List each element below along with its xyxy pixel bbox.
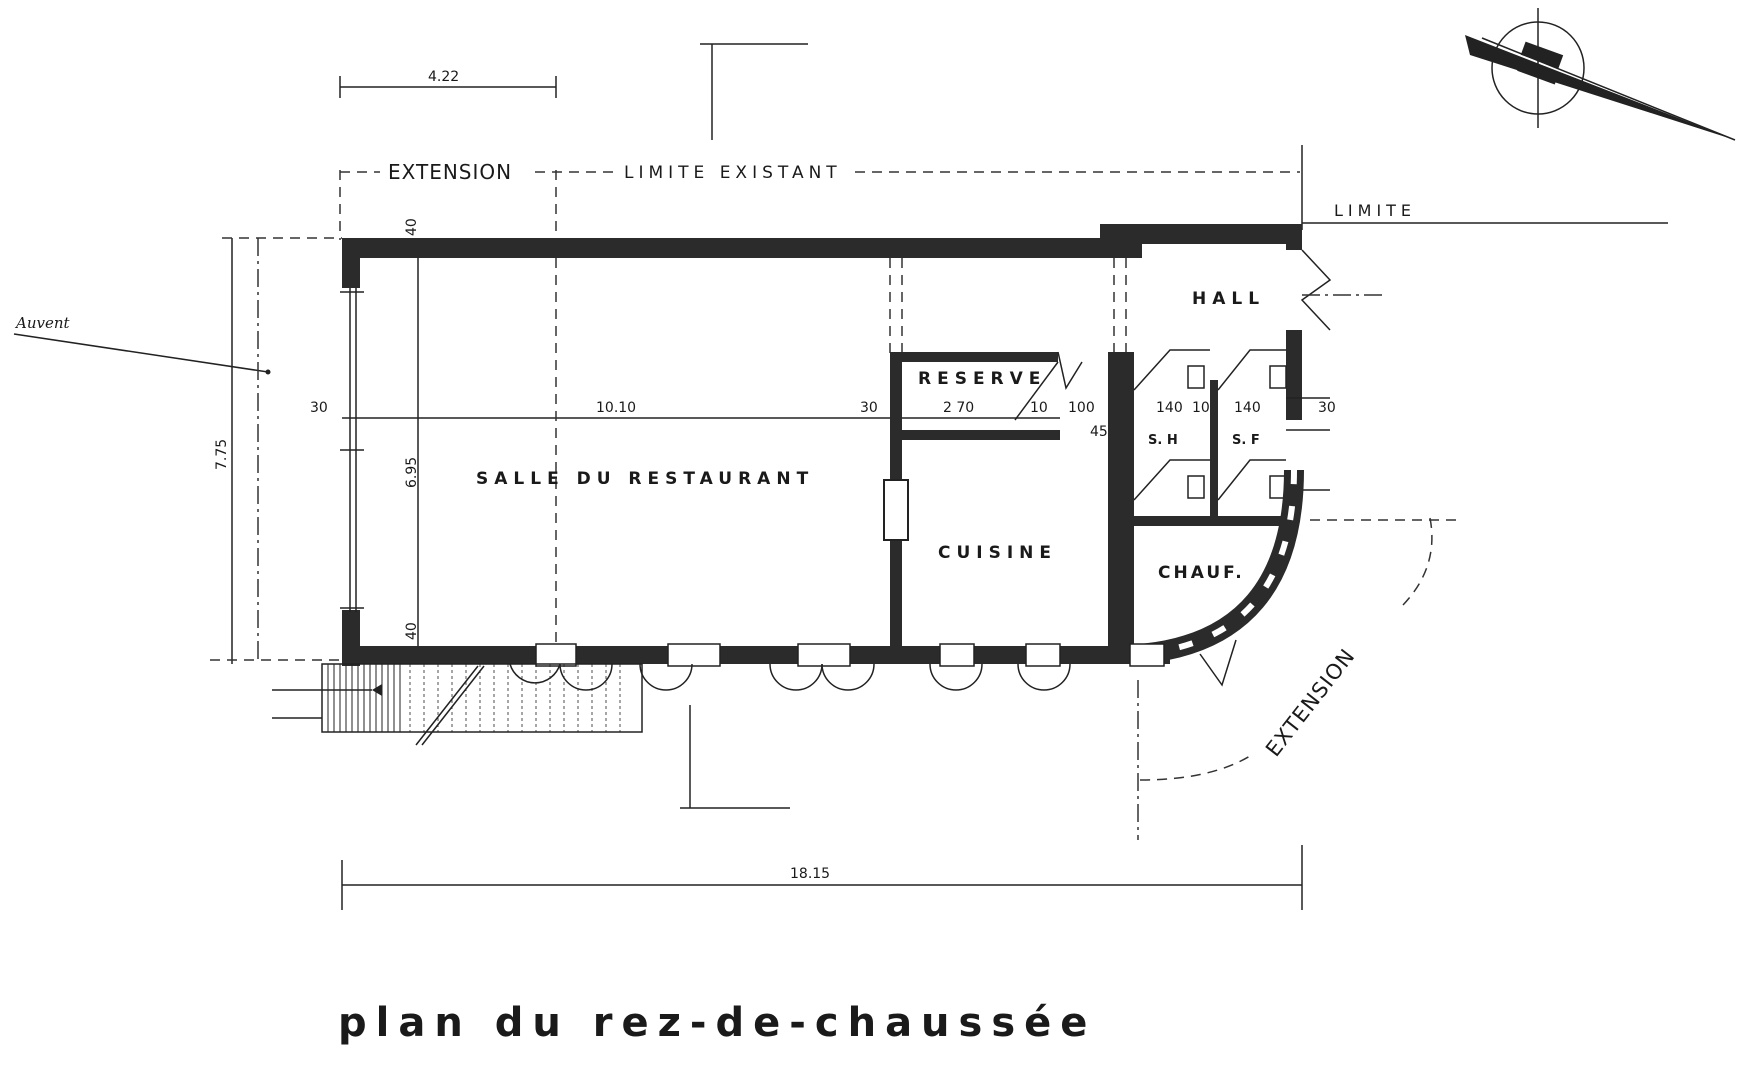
- dimension-label: 30: [310, 400, 328, 416]
- glazed-facade: [340, 258, 419, 646]
- dimension-label: 140: [1156, 400, 1183, 416]
- plan-title: plan du rez-de-chaussée: [338, 1000, 1097, 1046]
- curved-wall: [1139, 469, 1304, 687]
- room-label-cuisine: CUISINE: [938, 543, 1057, 563]
- limite-line: LIMITE: [1302, 201, 1668, 224]
- interior-dimensions: 30 10.10 30 2 70 10 100 45 140 10 140 30…: [310, 218, 1336, 640]
- room-label-sf: S. F: [1232, 433, 1260, 448]
- dimension-label: 140: [1234, 400, 1261, 416]
- room-label-hall: HALL: [1192, 289, 1265, 309]
- dimension-label: 100: [1068, 400, 1095, 416]
- dimension-4-22: 4.22: [339, 69, 557, 98]
- serving-hatch: [883, 479, 909, 541]
- limite-label: LIMITE: [1334, 201, 1416, 220]
- room-label-chauf: CHAUF.: [1158, 563, 1245, 583]
- auvent-label: Auvent: [14, 314, 71, 332]
- auvent-annotation: Auvent: [13, 314, 271, 375]
- dimension-label: 40: [404, 218, 420, 236]
- door-reserve: [1014, 361, 1059, 421]
- dimension-label: 10.10: [596, 400, 636, 416]
- dimension-label: 18.15: [790, 866, 830, 882]
- dimension-label: 40: [404, 622, 420, 640]
- dimension-18-15: 18.15: [341, 845, 1303, 910]
- section-marker-bottom: [680, 705, 790, 809]
- north-arrow-icon: [1465, 8, 1736, 141]
- limite-existant-line: EXTENSION LIMITE EXISTANT: [339, 145, 1303, 240]
- dimension-7-75: 7.75: [210, 237, 342, 664]
- door-swing: [1057, 351, 1083, 390]
- dimension-label: 45: [1090, 424, 1108, 440]
- dimension-label: 10: [1030, 400, 1048, 416]
- entrance-door: [1300, 249, 1385, 331]
- room-label-reserve: RESERVE: [918, 369, 1046, 389]
- dimension-label: 7.75: [214, 439, 230, 470]
- dimension-label: 30: [1318, 400, 1336, 416]
- extension-right-label: EXTENSION: [1261, 644, 1360, 761]
- facade-openings: [509, 643, 1165, 691]
- extension-top-label: EXTENSION: [388, 160, 512, 184]
- dimension-label: 2 70: [943, 400, 974, 416]
- dimension-label: 10: [1192, 400, 1210, 416]
- dimension-label: 6.95: [404, 457, 420, 488]
- dimension-label: 4.22: [428, 69, 459, 85]
- room-label-salle: SALLE DU RESTAURANT: [476, 469, 814, 489]
- limite-existant-label: LIMITE EXISTANT: [624, 163, 842, 183]
- dimension-label: 30: [860, 400, 878, 416]
- entrance-stairs: [272, 663, 643, 746]
- wc-fixtures: [1133, 349, 1330, 501]
- section-marker-top: [700, 43, 808, 140]
- room-label-sh: S. H: [1148, 433, 1178, 448]
